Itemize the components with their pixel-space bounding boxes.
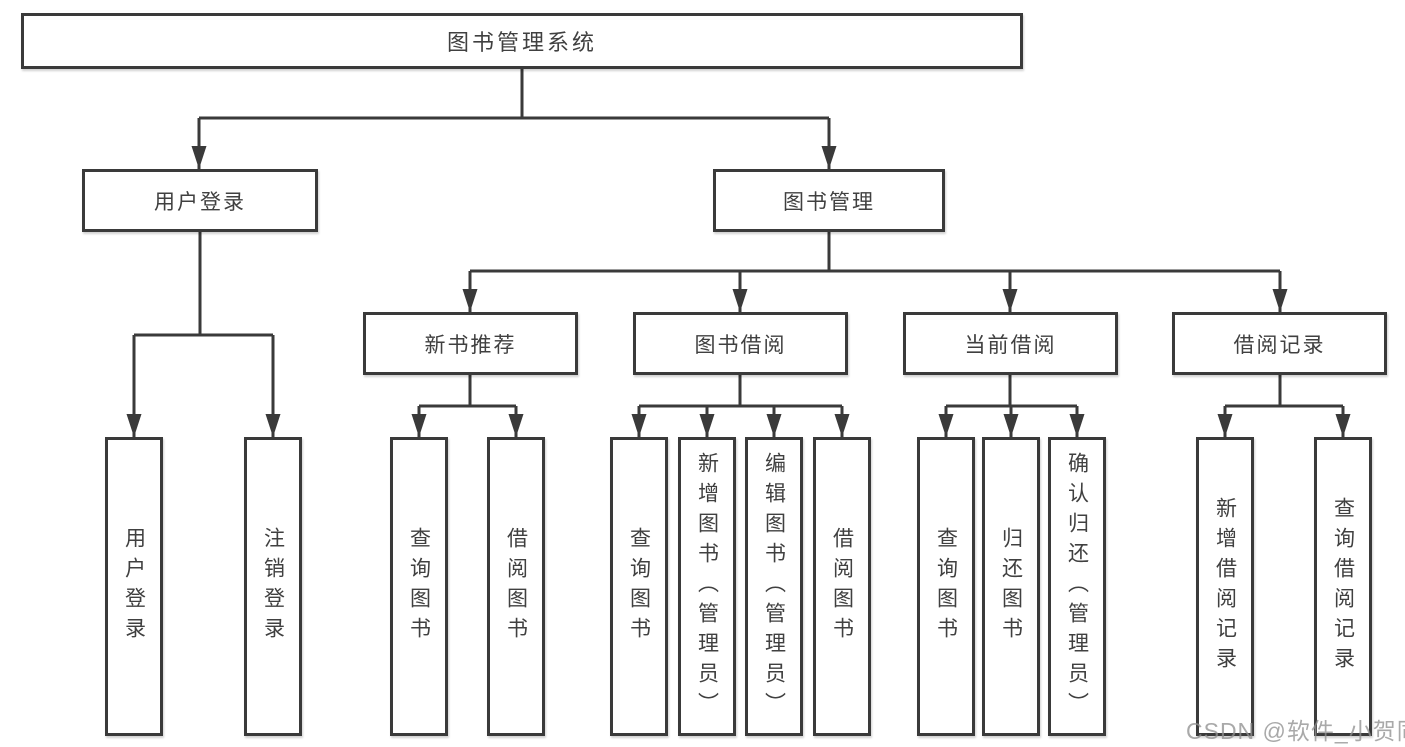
node-book-borrow: 图书借阅 [633, 312, 848, 375]
node-book-management: 图书管理 [713, 169, 945, 232]
leaf-borrow-query: 查询图书 [610, 437, 668, 736]
leaf-record-add: 新增借阅记录 [1196, 437, 1254, 736]
node-user-login: 用户登录 [82, 169, 318, 232]
leaf-current-query: 查询图书 [917, 437, 975, 736]
leaf-borrow-edit-admin: 编辑图书（管理员） [745, 437, 803, 736]
leaf-record-query: 查询借阅记录 [1314, 437, 1372, 736]
node-new-book-recommend: 新书推荐 [363, 312, 578, 375]
leaf-current-confirm-admin: 确认归还（管理员） [1048, 437, 1106, 736]
node-system-root: 图书管理系统 [21, 13, 1023, 69]
leaf-borrow-add-admin: 新增图书（管理员） [678, 437, 736, 736]
leaf-newbook-query: 查询图书 [390, 437, 448, 736]
leaf-logout: 注销登录 [244, 437, 302, 736]
arrowheads [126, 146, 1351, 437]
leaf-borrow-book: 借阅图书 [813, 437, 871, 736]
node-borrow-records: 借阅记录 [1172, 312, 1387, 375]
leaf-user-login: 用户登录 [105, 437, 163, 736]
leaf-current-return: 归还图书 [982, 437, 1040, 736]
tree-edges [132, 69, 1345, 437]
node-current-borrow: 当前借阅 [903, 312, 1118, 375]
csdn-watermark: CSDN @软件_小贺同学 [1186, 718, 1405, 744]
leaf-newbook-borrow: 借阅图书 [487, 437, 545, 736]
